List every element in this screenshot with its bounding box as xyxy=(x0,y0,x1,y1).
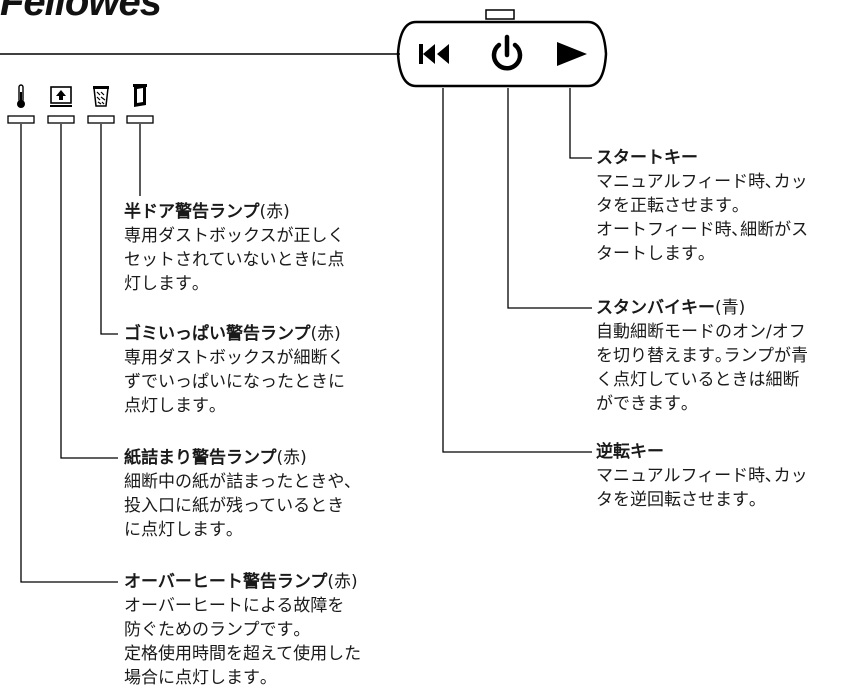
reverse-key-line: タを逆回転させます｡ xyxy=(596,490,758,510)
overheat-lamp-description: オーバーヒート警告ランプ(赤) オーバーヒートによる故障を 防ぐためのランプです… xyxy=(124,570,361,690)
leader-bin-full xyxy=(100,124,118,335)
reverse-key-title: 逆転キー xyxy=(596,442,664,462)
leader-start-key xyxy=(569,88,592,159)
half-door-lamp-line: セットされていないときに点 xyxy=(124,250,345,270)
leader-reverse-key xyxy=(442,88,592,453)
half-door-lamp-description: 半ドア警告ランプ(赤) 専用ダストボックスが正しく セットされていないときに点 … xyxy=(124,200,345,296)
start-key-line: タを正転させます｡ xyxy=(596,196,741,216)
paper-jam-lamp xyxy=(47,115,75,124)
overheat-lamp-title: オーバーヒート警告ランプ xyxy=(124,572,328,592)
overheat-lamp-line: 定格使用時間を超えて使用した xyxy=(124,644,362,664)
standby-key-line: を切り替えます｡ランプが青 xyxy=(596,346,808,366)
bin-full-lamp-line: 点灯します｡ xyxy=(124,396,218,416)
leader-paper-jam xyxy=(60,124,118,459)
bin-full-lamp-color: (赤) xyxy=(310,324,341,344)
reverse-key-description: 逆転キー マニュアルフィード時､カッ タを逆回転させます｡ xyxy=(596,440,808,512)
power-icon[interactable] xyxy=(487,34,527,74)
start-key-line: タートします｡ xyxy=(596,244,707,264)
play-icon[interactable] xyxy=(555,40,589,68)
standby-key-color: (青) xyxy=(715,298,746,318)
standby-key-line: く点灯しているときは細断 xyxy=(596,370,800,390)
standby-key-line: 自動細断モードのオン/オフ xyxy=(596,322,806,342)
bin-full-icon xyxy=(93,86,109,107)
brand-logo: Fellowes xyxy=(0,0,162,24)
standby-key-title: スタンバイキー xyxy=(596,298,715,318)
bin-full-lamp-description: ゴミいっぱい警告ランプ(赤) 専用ダストボックスが細断く ずでいっぱいになったと… xyxy=(124,322,345,418)
start-key-line: オートフィード時､細断がス xyxy=(596,220,809,240)
start-key-title: スタートキー xyxy=(596,148,698,168)
half-door-lamp xyxy=(126,115,154,124)
bin-full-lamp-line: 専用ダストボックスが細断く xyxy=(124,348,345,368)
half-door-lamp-title: 半ドア警告ランプ xyxy=(124,202,260,222)
standby-key-description: スタンバイキー(青) 自動細断モードのオン/オフ を切り替えます｡ランプが青 く… xyxy=(596,296,808,416)
paper-jam-lamp-line: 細断中の紙が詰まったときや､ xyxy=(124,472,353,492)
control-panel-outline xyxy=(396,20,608,88)
bin-full-lamp-title: ゴミいっぱい警告ランプ xyxy=(124,324,311,344)
paper-jam-lamp-color: (赤) xyxy=(276,448,307,468)
reverse-key-line: マニュアルフィード時､カッ xyxy=(596,466,808,486)
paper-jam-lamp-description: 紙詰まり警告ランプ(赤) 細断中の紙が詰まったときや､ 投入口に紙が残っていると… xyxy=(124,446,353,542)
half-door-lamp-line: 専用ダストボックスが正しく xyxy=(124,226,345,246)
start-key-line: マニュアルフィード時､カッ xyxy=(596,172,808,192)
half-door-lamp-line: 灯します｡ xyxy=(124,274,201,294)
half-door-lamp-color: (赤) xyxy=(259,202,290,222)
reverse-icon[interactable] xyxy=(418,42,454,66)
overheat-lamp xyxy=(7,115,35,124)
paper-jam-icon xyxy=(50,86,72,107)
overheat-lamp-color: (赤) xyxy=(327,572,358,592)
standby-lamp xyxy=(485,9,515,20)
paper-jam-lamp-title: 紙詰まり警告ランプ xyxy=(124,448,277,468)
overheat-lamp-line: 場合に点灯します｡ xyxy=(124,668,269,688)
start-key-description: スタートキー マニュアルフィード時､カッ タを正転させます｡ オートフィード時､… xyxy=(596,146,808,266)
leader-standby-key xyxy=(507,88,592,309)
thermometer-icon xyxy=(17,84,25,108)
bin-door-icon xyxy=(133,84,147,107)
paper-jam-lamp-line: 投入口に紙が残っているとき xyxy=(124,496,345,516)
overheat-lamp-line: オーバーヒートによる故障を xyxy=(124,596,345,616)
bin-full-lamp xyxy=(87,115,115,124)
standby-key-line: ができます｡ xyxy=(596,394,690,414)
leader-overheat xyxy=(20,124,118,583)
bin-full-lamp-line: ずでいっぱいになったときに xyxy=(124,372,345,392)
overheat-lamp-line: 防ぐためのランプです｡ xyxy=(124,620,302,640)
paper-jam-lamp-line: に点灯します｡ xyxy=(124,520,235,540)
